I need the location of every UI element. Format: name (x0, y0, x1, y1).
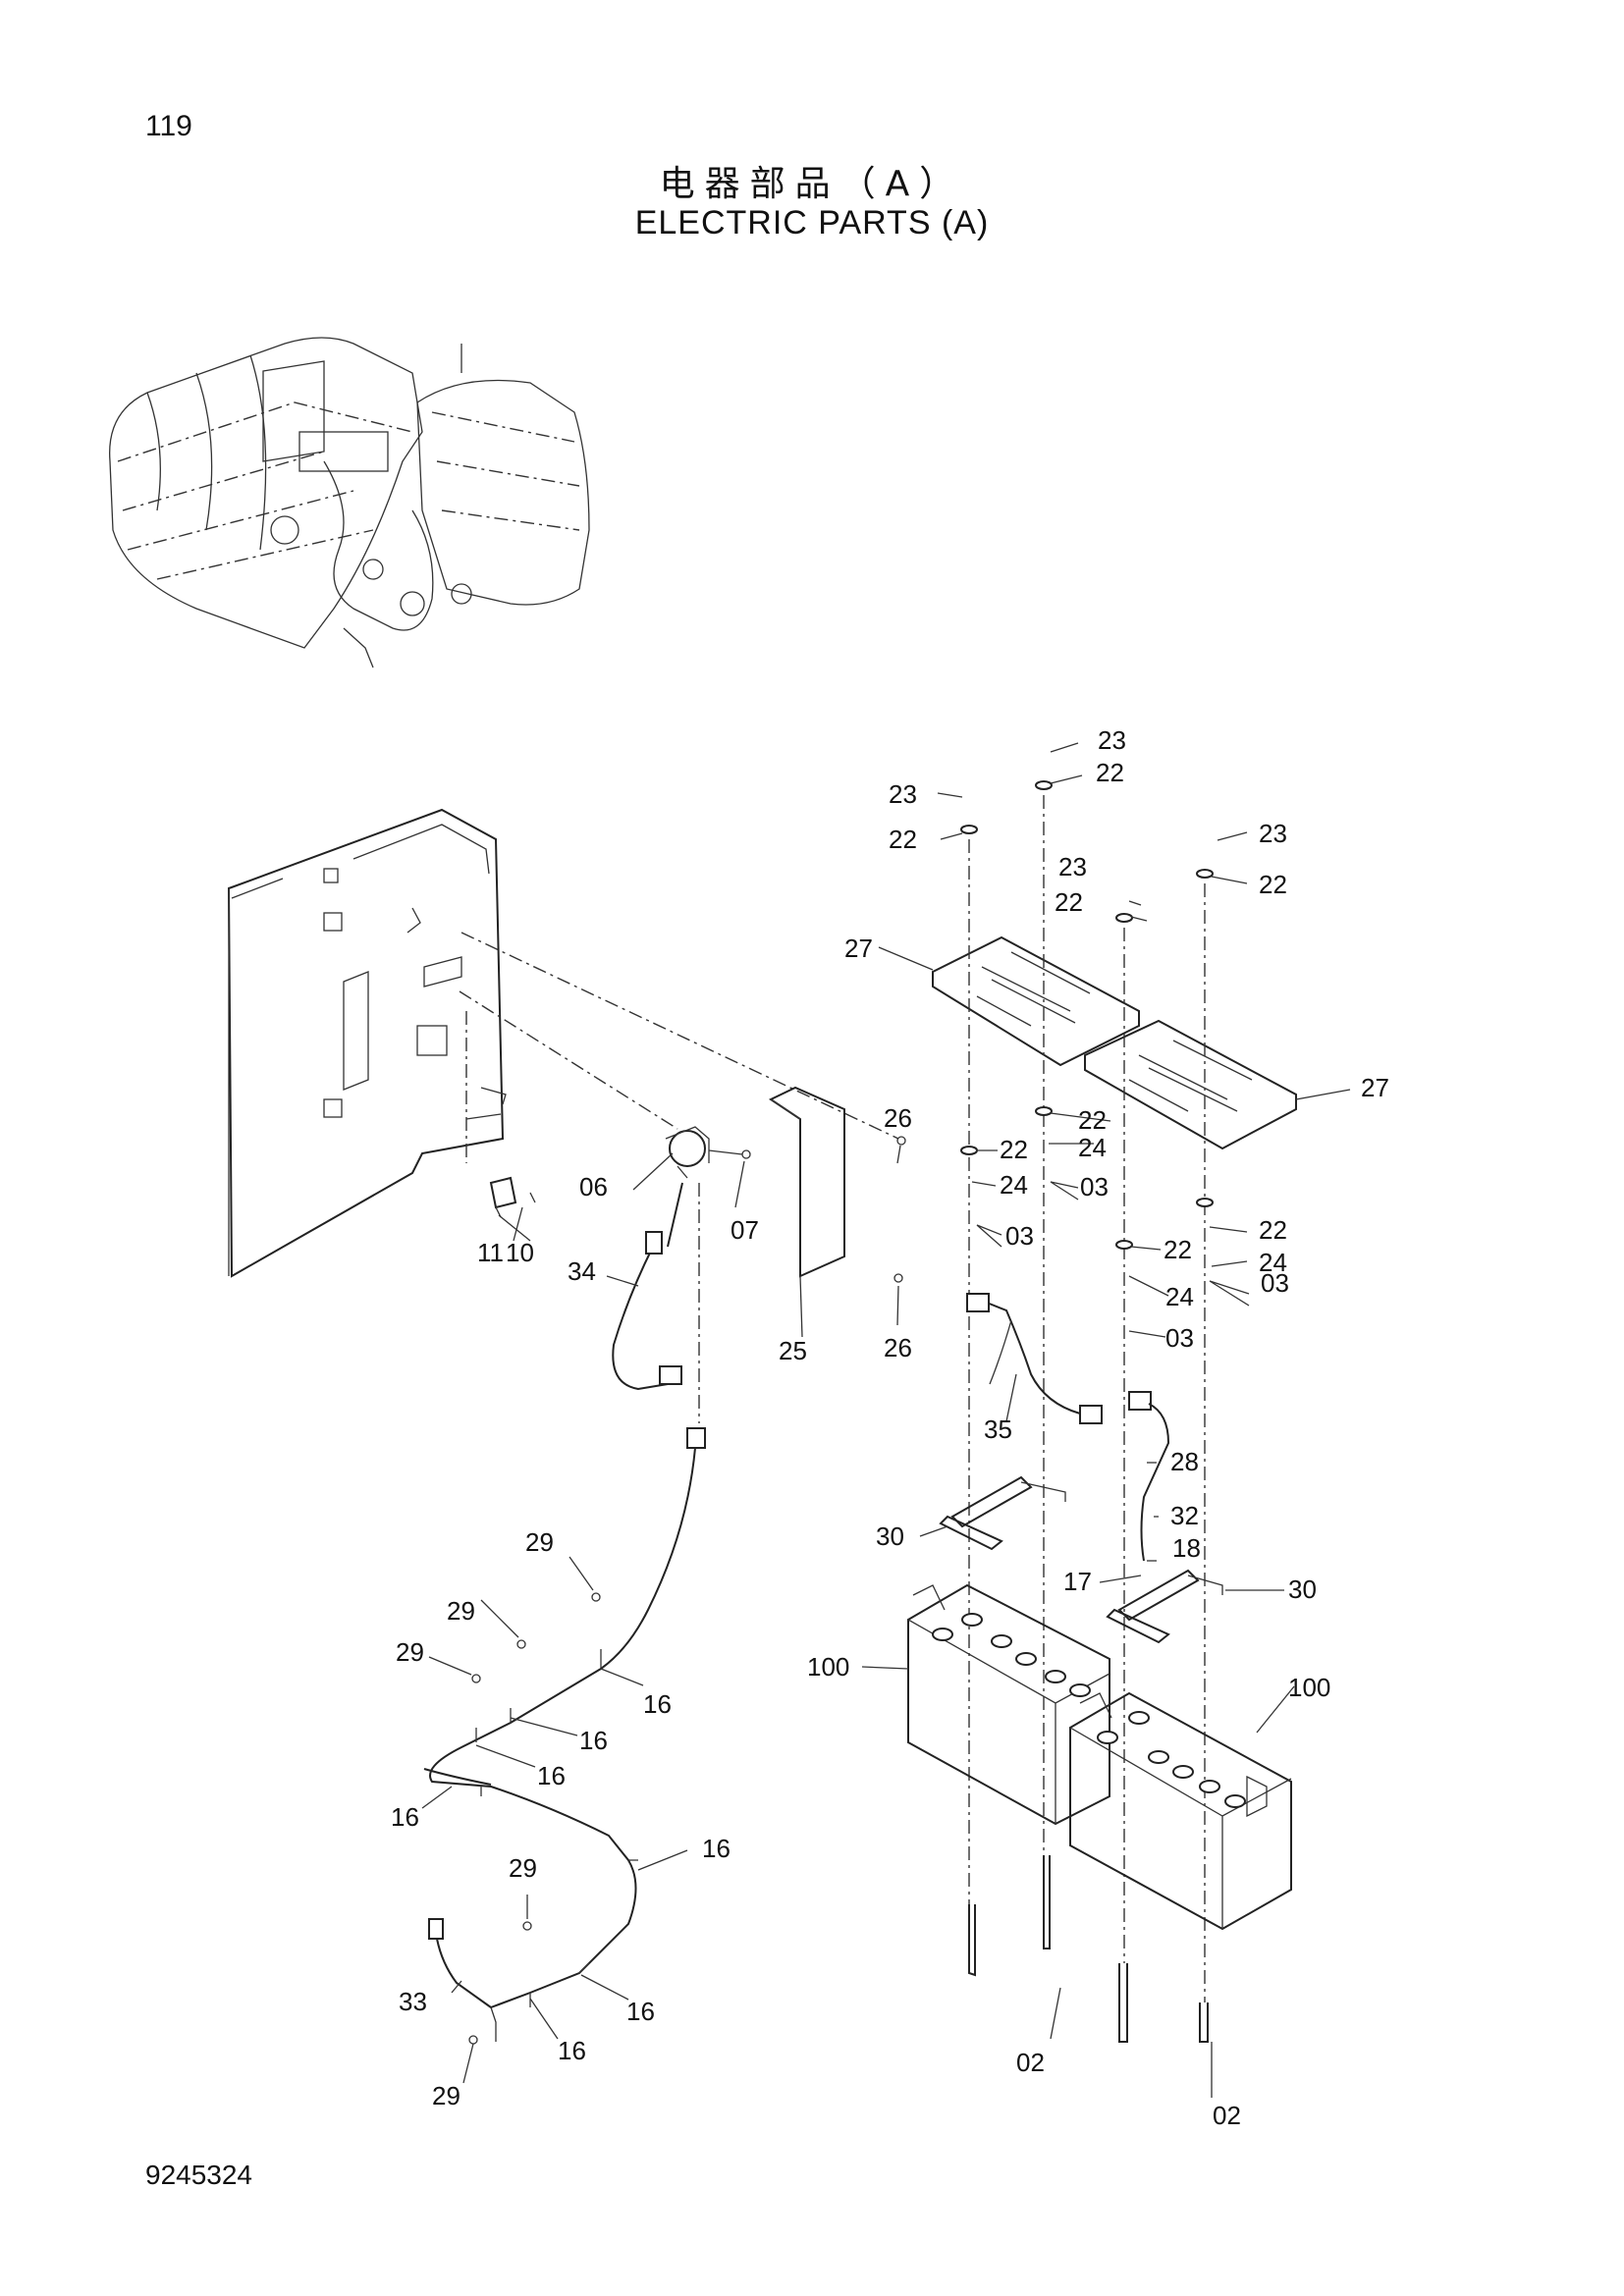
callout-22: 22 (889, 825, 917, 854)
callout-29: 29 (432, 2081, 460, 2110)
callout-24: 24 (1000, 1170, 1028, 1200)
callout-06: 06 (579, 1172, 608, 1201)
callout-26: 26 (884, 1103, 912, 1133)
callout-16: 16 (391, 1802, 419, 1832)
callout-22: 22 (1259, 870, 1287, 899)
small-switch-11 (489, 1176, 536, 1218)
callout-100: 100 (807, 1652, 849, 1682)
callout-27: 27 (1361, 1073, 1389, 1102)
battery-relay-06 (665, 1126, 710, 1179)
callout-22: 22 (1000, 1135, 1028, 1164)
callout-24: 24 (1078, 1133, 1107, 1162)
callout-23: 23 (889, 779, 917, 809)
callout-23: 23 (1259, 819, 1287, 848)
callout-11: 11 (477, 1238, 504, 1267)
callout-02: 02 (1213, 2101, 1241, 2130)
document-number: 9245324 (145, 2160, 253, 2190)
callout-30: 30 (1288, 1575, 1317, 1604)
battery-cover-27-left (932, 935, 1140, 1067)
callout-18: 18 (1172, 1533, 1201, 1563)
callout-34: 34 (568, 1256, 596, 1286)
callout-30: 30 (876, 1522, 904, 1551)
callout-100: 100 (1288, 1673, 1330, 1702)
callout-02: 02 (1016, 2048, 1045, 2077)
bracket-25 (768, 1086, 845, 1278)
callout-16: 16 (626, 1997, 655, 2026)
callout-29: 29 (447, 1596, 475, 1626)
callout-29: 29 (509, 1853, 537, 1883)
callout-23: 23 (1058, 852, 1087, 881)
callout-10: 10 (506, 1238, 534, 1267)
callout-16: 16 (643, 1689, 672, 1719)
callout-26: 26 (884, 1333, 912, 1362)
callout-32: 32 (1170, 1501, 1199, 1530)
battery-100-right (1069, 1691, 1292, 1931)
callout-07: 07 (731, 1215, 759, 1245)
callout-27: 27 (844, 934, 873, 963)
battery-100-left (907, 1583, 1110, 1826)
callout-labels: 23 22 23 22 23 22 23 22 27 27 22 24 22 2… (391, 725, 1389, 2130)
battery-cover-27-right (1084, 1019, 1297, 1150)
callout-03: 03 (1165, 1323, 1194, 1353)
callout-22: 22 (1078, 1105, 1107, 1135)
callout-03: 03 (1005, 1221, 1034, 1251)
callout-24: 24 (1165, 1282, 1194, 1311)
page-title-chinese: 电器部品（A） (659, 164, 965, 204)
callout-24: 24 (1259, 1248, 1287, 1277)
callout-22: 22 (1259, 1215, 1287, 1245)
callout-16: 16 (537, 1761, 566, 1790)
callout-23: 23 (1098, 725, 1126, 755)
callout-03: 03 (1261, 1268, 1289, 1298)
wiring-harness-16 (423, 1427, 706, 2042)
machine-overview-illustration (109, 337, 590, 668)
callout-03: 03 (1080, 1172, 1109, 1201)
callout-22: 22 (1055, 887, 1083, 917)
callout-22: 22 (1164, 1235, 1192, 1264)
callout-16: 16 (558, 2036, 586, 2065)
callout-35: 35 (984, 1415, 1012, 1444)
callout-33: 33 (399, 1987, 427, 2016)
page-number: 119 (145, 110, 192, 142)
page-title-english: ELECTRIC PARTS (A) (634, 204, 990, 241)
mounting-panel (227, 808, 507, 1278)
callout-16: 16 (579, 1726, 608, 1755)
callout-29: 29 (396, 1637, 424, 1667)
callout-17: 17 (1063, 1567, 1092, 1596)
callout-25: 25 (779, 1336, 807, 1365)
callout-28: 28 (1170, 1447, 1199, 1476)
callout-22: 22 (1096, 758, 1124, 787)
battery-holder-30-left (939, 1475, 1066, 1551)
battery-holder-30-right (1106, 1569, 1223, 1644)
callout-29: 29 (525, 1527, 554, 1557)
callout-16: 16 (702, 1834, 731, 1863)
